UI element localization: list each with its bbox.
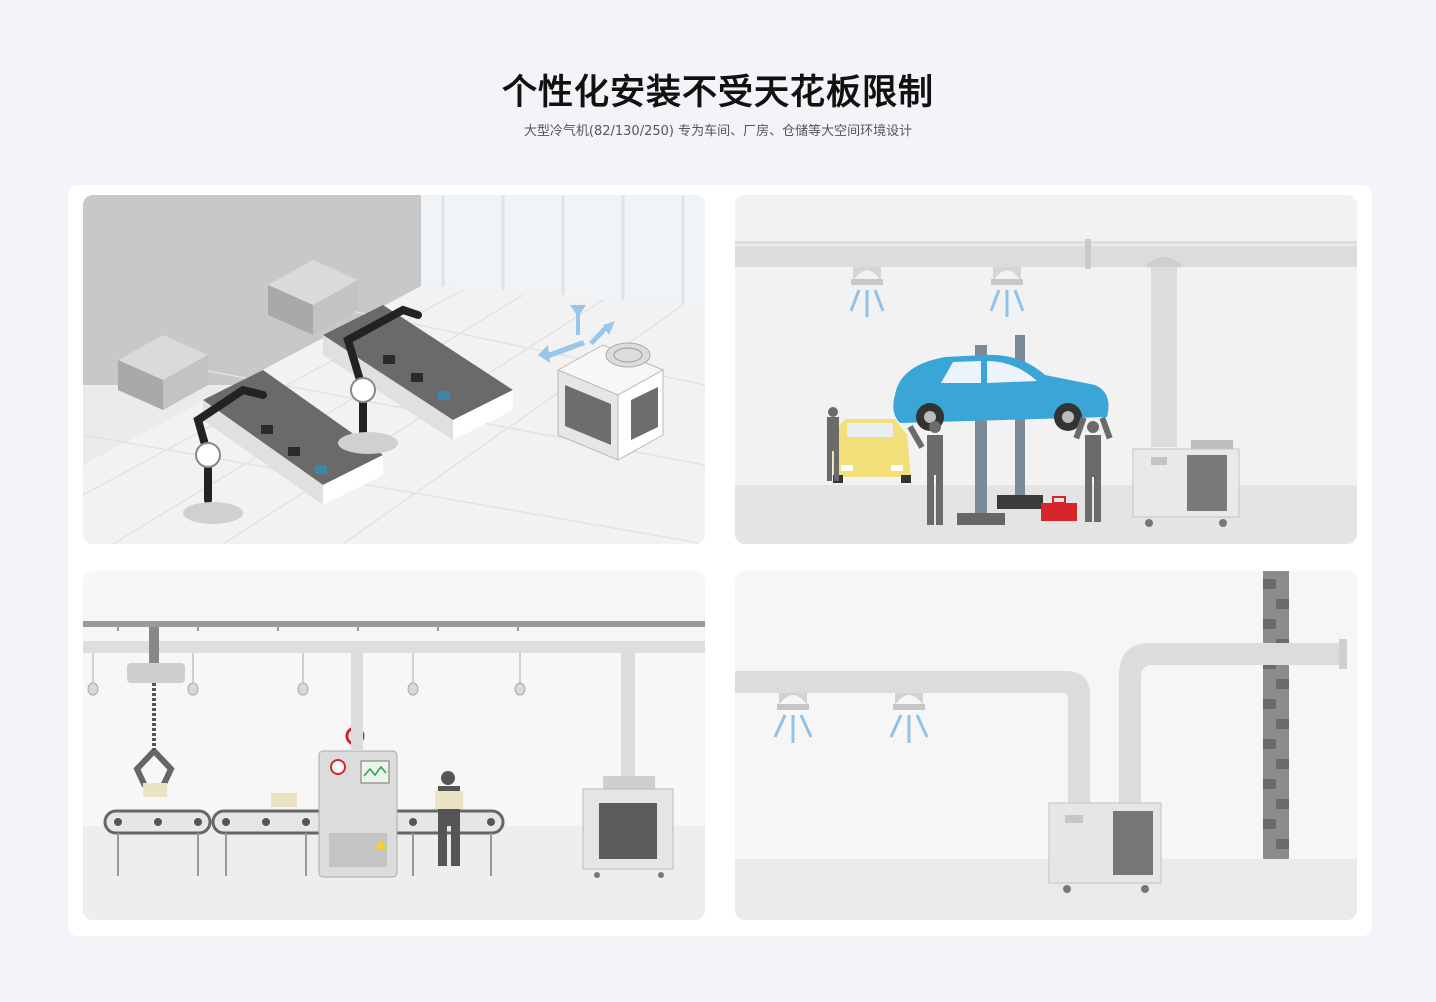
- package-box: [271, 793, 297, 807]
- airflow-arrows: [773, 714, 929, 743]
- duct-right: [1119, 643, 1343, 806]
- package-box: [143, 783, 167, 797]
- air-cooler-unit: [1132, 440, 1240, 527]
- scene-factory-conveyor-line: [83, 571, 705, 920]
- air-cooler-unit: [582, 776, 674, 878]
- duct-left: [735, 671, 1090, 806]
- control-machine: [318, 651, 398, 878]
- worker-figures: [827, 407, 1113, 525]
- scene-robot-assembly-line: [83, 195, 705, 544]
- scene-auto-repair-garage: [735, 195, 1357, 544]
- worker-figure: [435, 771, 463, 866]
- conveyor-left: [203, 370, 383, 505]
- blue-car: [893, 354, 1109, 431]
- hanging-lamps: [87, 653, 526, 696]
- page-subtitle: 大型冷气机(82/130/250) 专为车间、厂房、仓储等大空间环境设计: [523, 124, 913, 139]
- robot-arm-left: [193, 385, 267, 504]
- duct-vent-1: [777, 693, 809, 710]
- duct-vent-2: [893, 693, 925, 710]
- scene-warehouse-duct-cooling: [735, 571, 1357, 920]
- floor: [735, 859, 1357, 920]
- illustration-card: [68, 185, 1372, 936]
- airflow-arrows: [538, 305, 615, 363]
- floor: [83, 285, 705, 544]
- overhead-claw: [127, 627, 185, 788]
- robot-arm-right: [343, 305, 422, 439]
- page-title: 个性化安装不受天花板限制: [501, 73, 934, 113]
- air-cooler-unit: [1048, 802, 1162, 893]
- vertical-duct: [1151, 267, 1177, 447]
- air-cooler-unit: [556, 342, 665, 461]
- press-machine-right: [268, 260, 358, 335]
- vertical-duct: [621, 653, 635, 783]
- duct-vent-1: [851, 267, 883, 285]
- tire-stack: [997, 495, 1043, 509]
- press-machine-left: [118, 335, 208, 410]
- red-toolbox: [1041, 496, 1077, 521]
- ceiling-rail: [83, 621, 705, 627]
- yellow-car: [832, 419, 911, 483]
- duct-vent-2: [991, 267, 1023, 285]
- airflow-arrows: [849, 289, 1025, 317]
- structural-column: [1263, 571, 1289, 859]
- ceiling-duct: [83, 641, 705, 653]
